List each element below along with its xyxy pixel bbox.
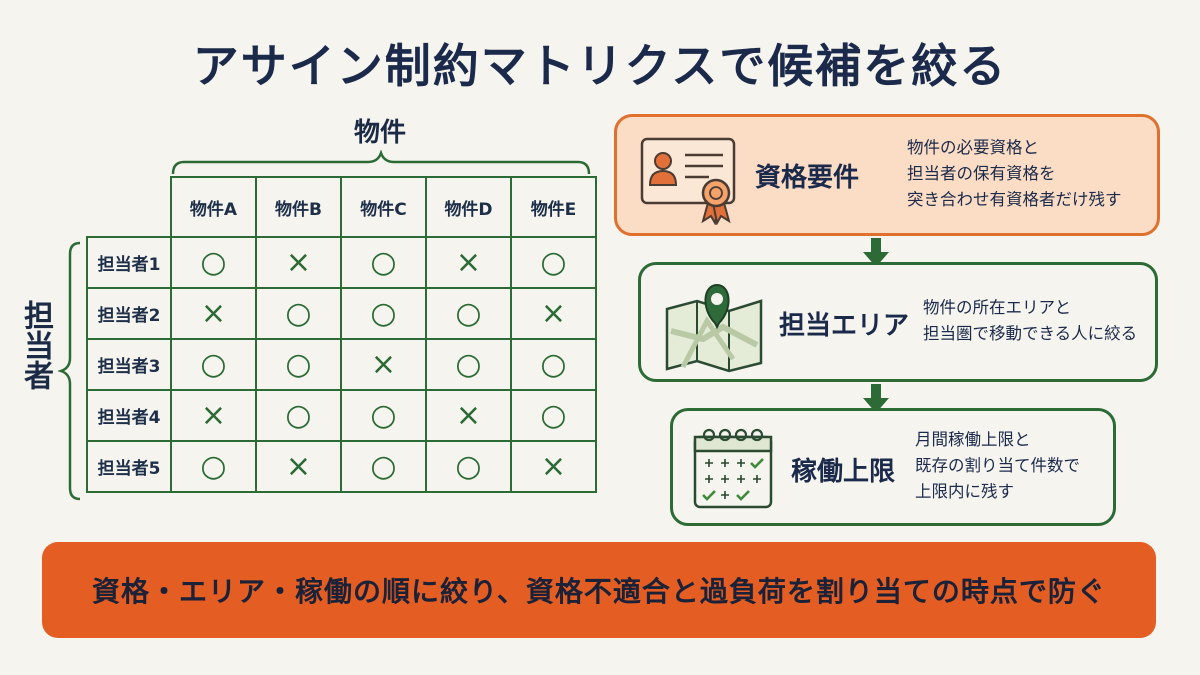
matrix-cell: ×: [425, 389, 512, 442]
matrix-cell: ○: [340, 389, 427, 442]
row-brace: [58, 241, 81, 501]
matrix-cell: ×: [510, 440, 597, 493]
calendar-icon: [693, 428, 773, 509]
matrix-cell: ○: [340, 236, 427, 289]
row-header: 担当者1: [86, 236, 172, 289]
matrix-cell: ○: [340, 287, 427, 340]
column-axis-label: 物件: [353, 118, 406, 148]
matrix-row: 担当者4 × ○ ○ × ○: [86, 389, 597, 442]
matrix-cell: ○: [425, 287, 512, 340]
description-line: 担当者の保有資格を: [907, 164, 1056, 183]
matrix-cell: ○: [425, 440, 512, 493]
matrix-cell: ×: [340, 338, 427, 391]
description-line: 担当圏で移動できる人に絞る: [923, 324, 1138, 343]
map-pin-icon: [665, 283, 763, 373]
matrix-cell: ○: [510, 236, 597, 289]
description-line: 既存の割り当て件数で: [915, 456, 1080, 475]
row-header: 担当者5: [86, 440, 172, 493]
matrix-cell: ○: [510, 389, 597, 442]
column-header: 物件B: [255, 176, 342, 238]
matrix-row: 担当者2 × ○ ○ ○ ×: [86, 287, 597, 340]
matrix-cell: ×: [255, 236, 342, 289]
matrix-cell: ×: [170, 389, 257, 442]
summary-banner: 資格・エリア・稼働の順に絞り、資格不適合と過負荷を割り当ての時点で防ぐ: [42, 542, 1156, 638]
matrix-cell: ○: [170, 236, 257, 289]
matrix-cell: ○: [255, 338, 342, 391]
flow-step-description: 物件の必要資格と 担当者の保有資格を 突き合わせ有資格者だけ残す: [907, 135, 1122, 213]
description-line: 月間稼働上限と: [915, 430, 1031, 449]
matrix-row: 担当者5 ○ × ○ ○ ×: [86, 440, 597, 493]
matrix-row: 担当者1 ○ × ○ × ○: [86, 236, 597, 289]
row-header: 担当者3: [86, 338, 172, 391]
flow-step-label: 稼働上限: [791, 457, 896, 487]
matrix-corner: [87, 177, 172, 238]
down-arrow-icon: [863, 238, 889, 267]
matrix-header-row: 物件A 物件B 物件C 物件D 物件E: [87, 176, 597, 238]
page-title: アサイン制約マトリクスで候補を絞る: [192, 39, 1008, 93]
matrix-cell: ○: [425, 338, 512, 391]
matrix-cell: ×: [425, 236, 512, 289]
matrix-cell: ×: [170, 287, 257, 340]
assignment-matrix: 物件A 物件B 物件C 物件D 物件E 担当者1 ○ × ○ × ○ 担当者2 …: [86, 176, 597, 493]
down-arrow-icon: [863, 384, 889, 413]
column-header: 物件D: [425, 176, 512, 238]
row-header: 担当者4: [86, 389, 172, 442]
matrix-cell: ×: [255, 440, 342, 493]
flow-step-label: 資格要件: [755, 163, 860, 193]
matrix-cell: ○: [255, 389, 342, 442]
certificate-icon: [640, 137, 736, 225]
flow-step-label: 担当エリア: [779, 311, 910, 341]
matrix-cell: ○: [170, 440, 257, 493]
row-header: 担当者2: [86, 287, 172, 340]
matrix-cell: ○: [510, 338, 597, 391]
description-line: 物件の必要資格と: [907, 138, 1039, 157]
matrix-cell: ○: [255, 287, 342, 340]
flow-step-area: 担当エリア 物件の所在エリアと 担当圏で移動できる人に絞る: [638, 262, 1158, 382]
description-line: 突き合わせ有資格者だけ残す: [907, 190, 1122, 209]
column-header: 物件C: [340, 176, 427, 238]
description-line: 物件の所在エリアと: [923, 298, 1072, 317]
row-axis-label-text: 担当者: [18, 300, 53, 390]
column-header: 物件A: [170, 176, 257, 238]
flow-step-qualification: 資格要件 物件の必要資格と 担当者の保有資格を 突き合わせ有資格者だけ残す: [614, 114, 1160, 236]
flow-step-description: 物件の所在エリアと 担当圏で移動できる人に絞る: [923, 295, 1137, 347]
matrix-cell: ×: [510, 287, 597, 340]
column-brace: [171, 150, 591, 175]
matrix-cell: ○: [170, 338, 257, 391]
row-axis-label: 担当者: [14, 300, 54, 402]
column-header: 物件E: [510, 176, 597, 238]
matrix-cell: ○: [340, 440, 427, 493]
flow-step-workload: 稼働上限 月間稼働上限と 既存の割り当て件数で 上限内に残す: [670, 408, 1116, 526]
description-line: 上限内に残す: [915, 482, 1014, 501]
flow-step-description: 月間稼働上限と 既存の割り当て件数で 上限内に残す: [915, 427, 1080, 505]
matrix-row: 担当者3 ○ ○ × ○ ○: [86, 338, 597, 391]
